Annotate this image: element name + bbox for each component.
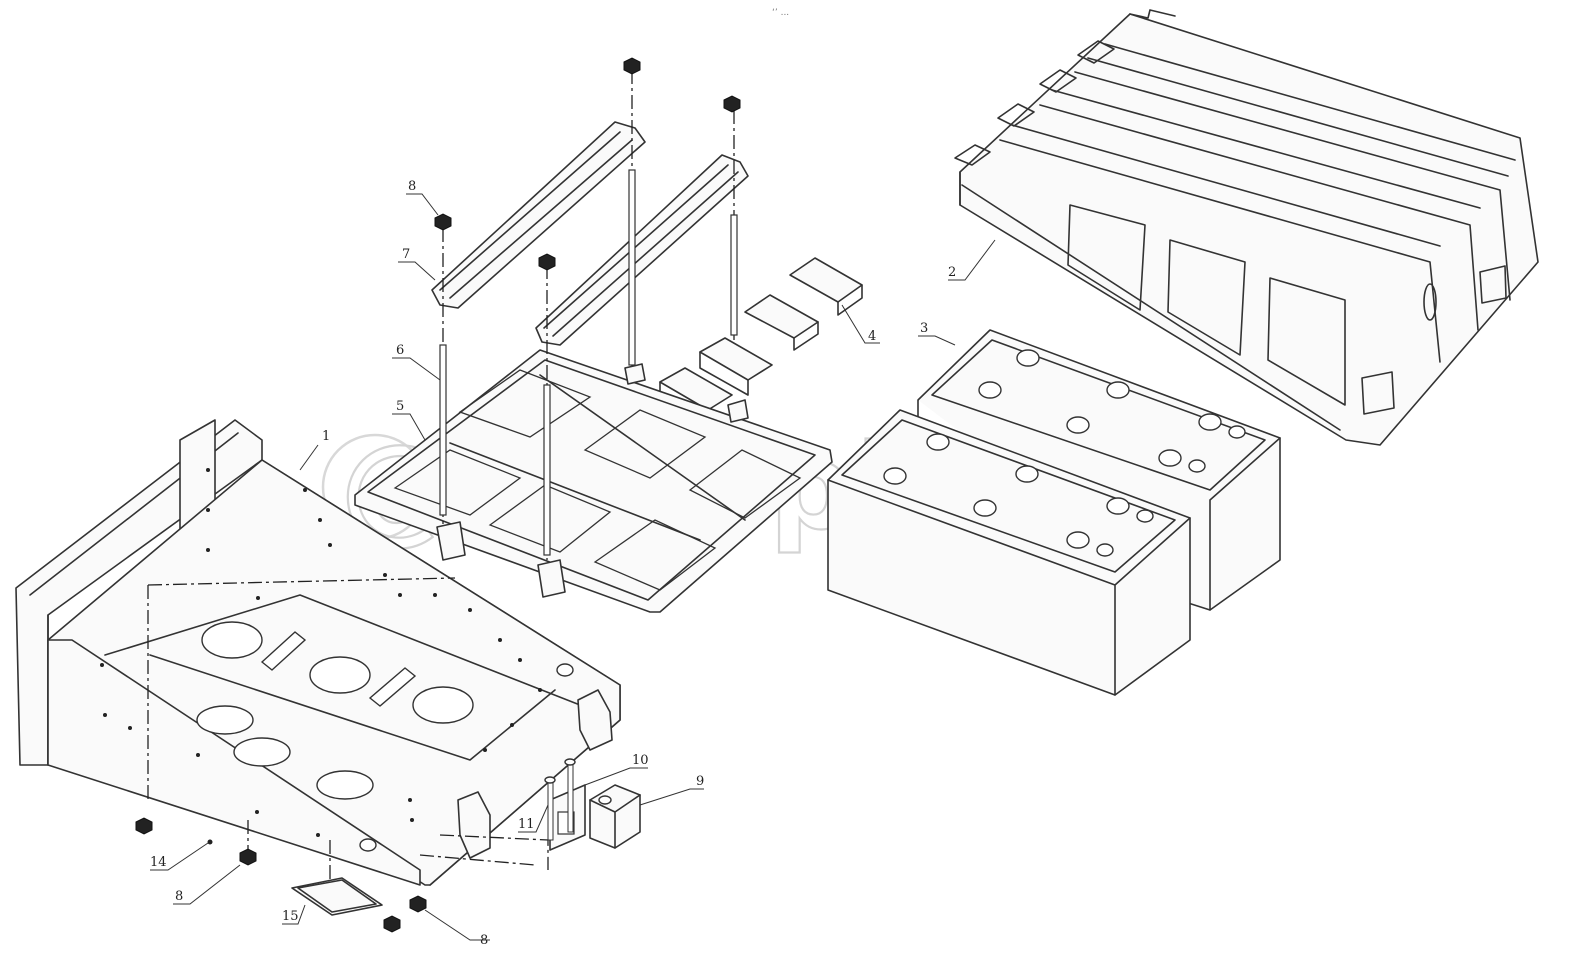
callout-11: 11 xyxy=(518,817,535,832)
small-components xyxy=(544,758,641,851)
callout-1: 1 xyxy=(322,429,330,444)
gasket-and-nuts xyxy=(135,817,427,933)
callout-10: 10 xyxy=(632,753,649,768)
battery-box-bracket xyxy=(15,419,621,886)
callout-3: 3 xyxy=(920,321,928,336)
callout-8-top: 8 xyxy=(408,179,416,194)
battery-cover xyxy=(954,9,1539,446)
batteries xyxy=(827,329,1281,696)
callout-14: 14 xyxy=(150,855,167,870)
callout-15: 15 xyxy=(282,909,299,924)
callout-9: 9 xyxy=(696,774,704,789)
callout-5: 5 xyxy=(396,399,404,414)
hold-down-rails xyxy=(431,121,749,346)
callout-8-left: 8 xyxy=(175,889,183,904)
callout-6: 6 xyxy=(396,343,404,358)
callout-2: 2 xyxy=(948,265,956,280)
clamp-plates xyxy=(659,257,863,426)
callout-4: 4 xyxy=(868,329,876,344)
callout-labels: 1 2 3 4 5 6 7 8 8 8 9 10 11 xyxy=(150,179,996,948)
studs xyxy=(434,57,741,560)
header-mark: ‘’ ... xyxy=(772,8,789,18)
battery-tray xyxy=(354,349,833,613)
callout-7: 7 xyxy=(402,247,410,262)
